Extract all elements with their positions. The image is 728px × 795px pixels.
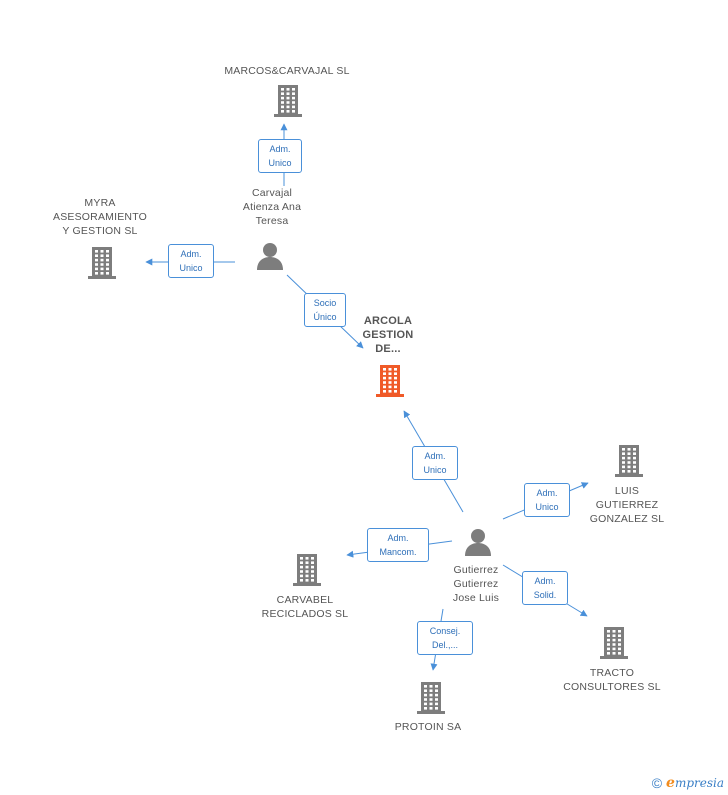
node-label-arcola[interactable]: ARCOLA GESTION DE... [353, 314, 423, 356]
node-label-line: TRACTO [589, 667, 635, 679]
edge-label-line: Adm. [424, 451, 446, 461]
node-label-line: CARVABEL [276, 594, 334, 606]
building-icon[interactable] [86, 245, 118, 286]
edge-label-line: Adm. [387, 533, 409, 543]
edge-label-line: Adm. [536, 488, 558, 498]
building-icon[interactable] [415, 680, 447, 721]
edge-label-line: Adm. [534, 576, 556, 586]
node-label-line: Jose Luis [452, 592, 500, 604]
node-label-protoin[interactable]: PROTOIN SA [383, 720, 473, 734]
node-label-line: Gutierrez [453, 578, 499, 590]
building-icon[interactable] [598, 625, 630, 666]
node-label-line: PROTOIN SA [394, 721, 462, 733]
node-label-line: MYRA [84, 197, 116, 209]
footer: © empresia [652, 775, 724, 791]
edge-label-line: Adm. [269, 144, 291, 154]
node-label-marcos[interactable]: MARCOS&CARVAJAL SL [207, 64, 367, 78]
building-icon[interactable] [613, 443, 645, 484]
building-icon[interactable] [291, 552, 323, 593]
node-label-line: Y GESTION SL [62, 225, 138, 237]
building-icon[interactable] [272, 83, 304, 124]
edge-label-carvajal-marcos[interactable]: Adm. Unico [258, 139, 302, 173]
edge-label-line: Unico [268, 158, 292, 168]
edge-label-line: Mancom. [379, 547, 417, 557]
edge-label-line: Del.,... [431, 640, 458, 650]
node-label-line: Gutierrez [453, 564, 499, 576]
node-label-carvabel[interactable]: CARVABEL RECICLADOS SL [250, 593, 360, 621]
node-label-line: ASESORAMIENTO [52, 211, 147, 223]
edge-label-line: Adm. [180, 249, 202, 259]
node-label-line: LUIS [614, 485, 640, 497]
edge-label-line: Consej. [429, 626, 461, 636]
edge-label-gutierrez-luis[interactable]: Adm. Unico [524, 483, 570, 517]
edge-label-gutierrez-carvabel[interactable]: Adm. Mancom. [367, 528, 429, 562]
edge-label-gutierrez-tracto[interactable]: Adm. Solid. [522, 571, 568, 605]
node-label-myra[interactable]: MYRA ASESORAMIENTO Y GESTION SL [45, 196, 155, 238]
empresia-logo[interactable]: empresia [666, 775, 724, 791]
node-label-line: GUTIERREZ [595, 499, 659, 511]
node-label-line: Atienza Ana [242, 201, 302, 213]
edge-label-carvajal-myra[interactable]: Adm. Unico [168, 244, 214, 278]
node-label-line: RECICLADOS SL [261, 608, 349, 620]
node-label-tracto[interactable]: TRACTO CONSULTORES SL [552, 666, 672, 694]
node-label-line: CONSULTORES SL [563, 681, 661, 693]
edge-label-gutierrez-arcola[interactable]: Adm. Unico [412, 446, 458, 480]
person-icon[interactable] [462, 526, 494, 563]
edge-label-gutierrez-protoin[interactable]: Consej. Del.,... [417, 621, 473, 655]
node-label-line: Carvajal [251, 187, 293, 199]
node-label-line: ARCOLA [363, 315, 413, 327]
node-label-luis[interactable]: LUIS GUTIERREZ GONZALEZ SL [577, 484, 677, 526]
edge-label-line: Unico [423, 465, 447, 475]
node-label-line: GONZALEZ SL [589, 513, 665, 525]
node-label-line: GESTION [362, 329, 414, 341]
edge-label-line: Unico [179, 263, 203, 273]
building-icon[interactable] [374, 363, 406, 404]
copyright-symbol: © [651, 775, 663, 791]
node-label-line: MARCOS&CARVAJAL SL [224, 65, 350, 77]
node-label-line: DE... [375, 343, 401, 355]
edge-label-line: Unico [535, 502, 559, 512]
edge-label-line: Único [313, 312, 337, 322]
person-icon[interactable] [254, 240, 286, 277]
edge-label-line: Solid. [533, 590, 557, 600]
node-label-line: Teresa [255, 215, 289, 227]
edge-label-line: Socio [313, 298, 337, 308]
